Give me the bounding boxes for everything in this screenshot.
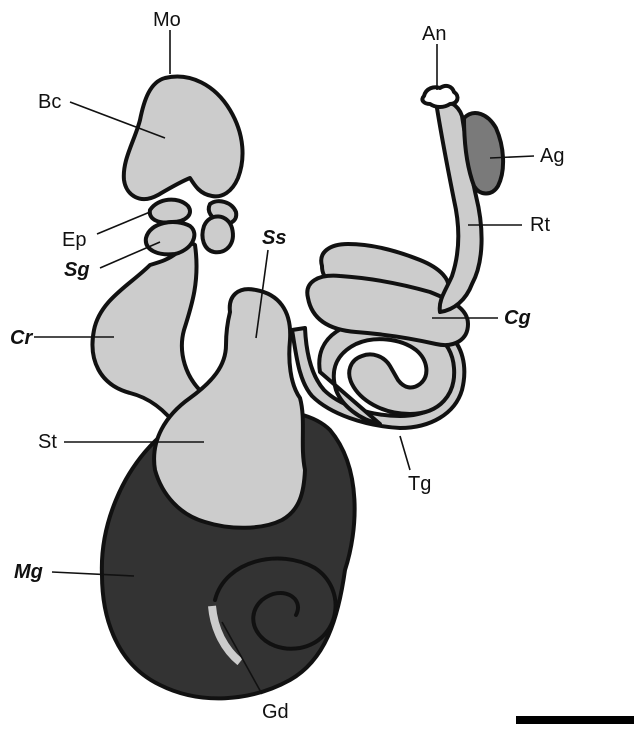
label-style-sac: Ss — [262, 227, 286, 249]
label-midgut-gland: Mg — [14, 561, 43, 583]
label-salivary-gland: Sg — [64, 259, 90, 281]
salivary-gland-left — [146, 222, 195, 254]
label-tubular-gut: Tg — [408, 473, 431, 495]
salivary-gland-right — [202, 216, 232, 252]
esophagus-pouch-left — [150, 200, 190, 223]
scale-bar — [516, 716, 634, 724]
label-crop: Cr — [10, 327, 33, 349]
label-coiled-gut: Cg — [504, 307, 531, 329]
label-anal-gland: Ag — [540, 145, 564, 167]
leader-ep — [97, 212, 150, 234]
label-anus: An — [422, 23, 446, 45]
label-esophagus-pouch: Ep — [62, 229, 86, 251]
label-rectum: Rt — [530, 214, 550, 236]
leader-tg — [400, 436, 410, 470]
label-buccal-cavity: Bc — [38, 91, 61, 113]
label-stomach: St — [38, 431, 57, 453]
label-gonad: Gd — [262, 701, 289, 723]
label-mouth: Mo — [153, 9, 181, 31]
anus-tip — [422, 86, 457, 107]
buccal-cavity-shape — [124, 77, 243, 199]
